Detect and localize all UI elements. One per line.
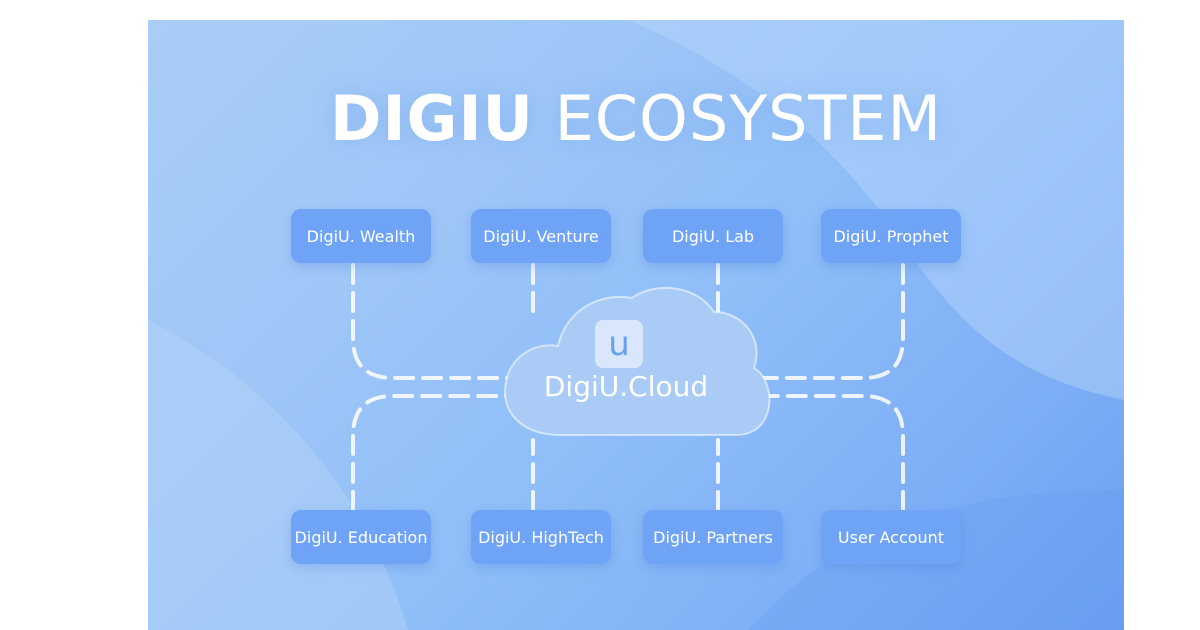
u-logo-icon: u [595, 320, 643, 368]
connector-education [351, 394, 510, 512]
node-wealth: DigiU. Wealth [291, 209, 431, 263]
node-venture: DigiU. Venture [471, 209, 611, 263]
title-bold: DIGIU [330, 82, 534, 155]
bg-wave-left [148, 320, 408, 630]
node-partners: DigiU. Partners [643, 510, 783, 564]
connector-prophet [736, 263, 905, 380]
title-light: ECOSYSTEM [554, 82, 942, 155]
node-prophet: DigiU. Prophet [821, 209, 961, 263]
connector-user-account [736, 394, 905, 512]
connector-wealth [351, 263, 510, 380]
diagram-title: DIGIU ECOSYSTEM [148, 82, 1124, 155]
bg-wave-top [628, 20, 1124, 400]
diagram-panel: DIGIU ECOSYSTEM u DigiU.Cloud DigiU. Wea… [148, 20, 1124, 630]
node-lab: DigiU. Lab [643, 209, 783, 263]
node-hightech: DigiU. HighTech [471, 510, 611, 564]
node-user-account: User Account [821, 510, 961, 564]
cloud-label: DigiU.Cloud [543, 370, 709, 403]
node-education: DigiU. Education [291, 510, 431, 564]
